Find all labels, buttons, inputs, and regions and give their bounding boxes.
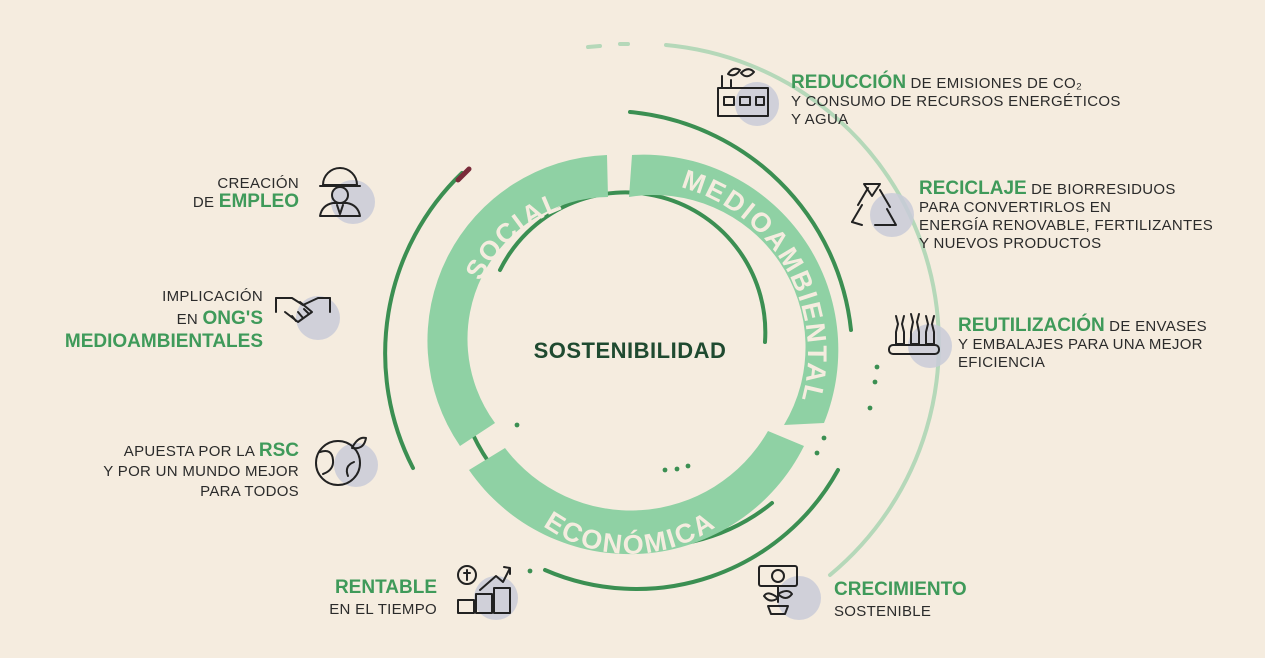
item-creacion-empleo: CREACIÓN DE EMPLEO (193, 175, 299, 212)
segment-environmental (629, 154, 839, 426)
item-line: EFICIENCIA (958, 354, 1046, 371)
center-title: SOSTENIBILIDAD (533, 338, 727, 363)
item-highlight: REDUCCIÓN (791, 72, 907, 93)
item-prefix: DE (192, 194, 219, 211)
item-line: CREACIÓN (217, 175, 299, 192)
item-line: PARA CONVERTIRLOS EN (919, 199, 1112, 216)
item-line: MEDIOAMBIENTALES (64, 331, 263, 352)
item-implicacion-ongs: IMPLICACIÓN EN ONG'S MEDIOAMBIENTALES (65, 286, 263, 353)
bottles-icon (888, 313, 940, 355)
item-line: PARA TODOS (200, 483, 299, 500)
item-line: ENERGÍA RENOVABLE, FERTILIZANTES (919, 217, 1214, 234)
handshake-icon (275, 297, 331, 323)
money-plant-icon (758, 565, 798, 615)
item-highlight: RENTABLE (334, 577, 437, 598)
item-highlight: RECICLAJE (919, 178, 1027, 199)
item-line: SOSTENIBLE (834, 603, 932, 620)
worker-icon (319, 167, 361, 217)
item-rentable: RENTABLE EN EL TIEMPO (329, 577, 437, 621)
item-line: EN EL TIEMPO (329, 601, 437, 618)
item-rest: DE BIORRESIDUOS (1026, 181, 1176, 198)
item-line: Y EMBALAJES PARA UNA MEJOR (958, 336, 1203, 353)
item-crecimiento: CRECIMIENTO SOSTENIBLE (834, 579, 967, 623)
item-highlight: ONG'S (202, 308, 263, 329)
outer-light-ring (586, 41, 941, 577)
segment-economic (469, 431, 804, 555)
item-prefix: EN (176, 311, 203, 328)
item-highlight: RSC (258, 440, 299, 461)
item-line: IMPLICACIÓN (162, 288, 263, 305)
ring-dots (514, 364, 880, 574)
segment-social (427, 155, 608, 446)
item-highlight: REUTILIZACIÓN (958, 315, 1105, 336)
item-rest: DE EMISIONES DE CO₂ (906, 75, 1083, 92)
globe-plant-icon (315, 436, 367, 486)
item-highlight: CRECIMIENTO (834, 579, 967, 600)
item-line: Y AGUA (791, 111, 849, 128)
ring-tip-marker (455, 166, 472, 183)
item-reutilizacion: REUTILIZACIÓN DE ENVASES Y EMBALAJES PAR… (958, 315, 1207, 372)
item-reciclaje: RECICLAJE DE BIORRESIDUOS PARA CONVERTIR… (919, 178, 1214, 253)
item-rest: DE ENVASES (1104, 318, 1207, 335)
factory-icon (717, 67, 769, 117)
item-apuesta-rsc: APUESTA POR LA RSC Y POR UN MUNDO MEJOR … (103, 441, 299, 502)
item-line: Y CONSUMO DE RECURSOS ENERGÉTICOS (791, 93, 1121, 110)
money-growth-icon (457, 565, 511, 614)
item-prefix: APUESTA POR LA (123, 443, 259, 460)
item-line: Y POR UN MUNDO MEJOR (103, 463, 299, 480)
item-reduccion: REDUCCIÓN DE EMISIONES DE CO₂ Y CONSUMO … (791, 72, 1121, 129)
item-line: Y NUEVOS PRODUCTOS (919, 235, 1102, 252)
item-highlight: EMPLEO (218, 191, 299, 212)
recycle-icon (851, 183, 897, 226)
segment-ring (427, 154, 839, 555)
